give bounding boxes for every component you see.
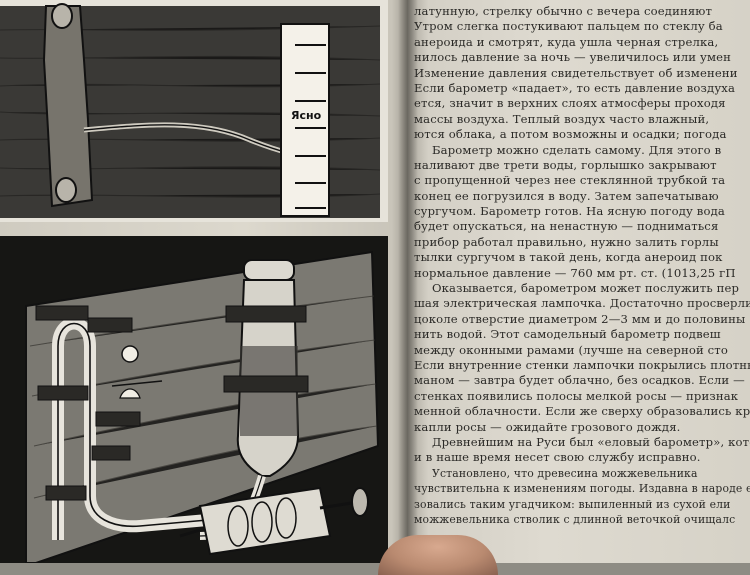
text-line: ются облака, а потом возможны и осадки; … [414,127,727,142]
text-line: капли росы — ожидайте грозового дождя. [414,419,681,434]
text-line: сургучом. Барометр готов. На ясную погод… [414,204,725,219]
text-line: чувствительна к изменениям погоды. Издав… [414,482,750,496]
scale-label-clear: Ясно [291,109,322,122]
text-line: менной облачности. Если же сверху образо… [414,404,750,419]
text-line: нилось давление за ночь — увеличилось ил… [414,50,732,65]
left-page: Ясно [0,0,408,563]
text-line: Если барометр «падает», то есть давление… [414,80,736,95]
text-line: анероида и смотрят, куда ушла черная стр… [414,34,719,49]
text-line: шая электрическая лампочка. Достаточно п… [414,296,750,311]
text-line: между оконными рамами (лучше на северной… [414,342,728,357]
text-line: и в наше время несет свою службу исправн… [414,450,701,465]
text-line: ется, значит в верхних слоях атмосферы п… [414,96,726,111]
text-line: конец ее погрузился в воду. Затем запеча… [414,188,719,203]
text-line: можжевельника стволик с длинной веточкой… [414,512,736,526]
text-line: Оказывается, барометром может послужить … [432,281,740,296]
text-line: Древнейшим на Руси был «еловый барометр»… [432,434,750,449]
text-line: стенках появились полосы мелкой росы — п… [414,388,739,403]
text-line: прибор работал правильно, нужно залить г… [414,234,719,249]
right-page [408,0,750,563]
text-line: зовались таким угадчиком: выпиленный из … [414,497,731,511]
text-line: Изменение давления свидетельствует об из… [414,65,738,80]
bottle-barometer-drawing [0,236,388,563]
page-text: латунную, стрелку обычно с вечера соедин… [414,4,750,549]
text-line: нить водой. Этот самодельный барометр по… [414,327,721,342]
text-line: массы воздуха. Теплый воздух часто влажн… [414,111,710,126]
text-line: с пропущенной через нее стеклянной трубк… [414,173,726,188]
illustration-bottle-barometer [0,236,388,563]
text-line: наливают две трети воды, горлышко закрыв… [414,157,717,172]
text-line: Если внутренние стенки лампочки покрылис… [414,357,750,372]
text-line: нормальное давление — 760 мм рт. ст. (10… [414,265,736,280]
text-line: Утром слегка постукивают пальцем по стек… [414,19,723,34]
branch-barometer-drawing: Ясно [0,0,388,222]
book-gutter [398,0,418,563]
text-line: цоколе отверстие диаметром 2—3 мм и до п… [414,311,746,326]
text-line: будет опускаться, на ненастную — поднима… [414,219,719,234]
text-line: маном — завтра будет облачно, без осадко… [414,373,745,388]
text-line: Установлено, что древесина можжевельника [432,466,698,480]
text-line: латунную, стрелку обычно с вечера соедин… [414,4,713,18]
text-line: тылки сургучом в такой день, когда анеро… [414,250,723,265]
reader-thumb [378,535,498,575]
illustration-branch-barometer: Ясно [0,0,388,222]
text-line: Барометр можно сделать самому. Для этого… [432,142,722,157]
